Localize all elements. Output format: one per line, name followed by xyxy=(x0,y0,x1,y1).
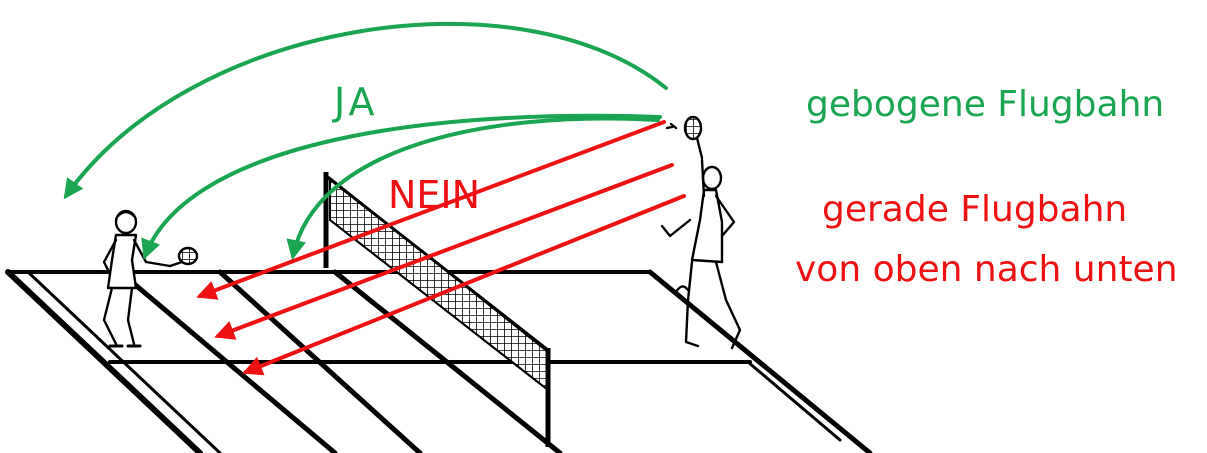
badminton-court-icon xyxy=(5,269,873,453)
curved-trajectory-2 xyxy=(141,113,662,260)
badminton-net-icon xyxy=(323,172,551,447)
nein-label: NEIN xyxy=(388,173,481,217)
ja-label: JA xyxy=(334,80,379,124)
straight-trajectory-2 xyxy=(214,163,674,340)
badminton-player-smash-icon xyxy=(660,115,742,350)
straight-trajectories xyxy=(196,120,686,376)
badminton-player-icon xyxy=(102,209,199,348)
straight-trajectory-3 xyxy=(242,194,686,376)
curved-trajectory-1 xyxy=(63,21,668,200)
legend-straight-line2: von oben nach unten xyxy=(795,249,1178,290)
curved-trajectory-3 xyxy=(286,116,660,260)
straight-trajectory-1 xyxy=(196,120,666,300)
legend-straight-line1: gerade Flugbahn xyxy=(822,189,1128,230)
legend-curved: gebogene Flugbahn xyxy=(806,84,1165,125)
curved-trajectories xyxy=(63,21,668,260)
